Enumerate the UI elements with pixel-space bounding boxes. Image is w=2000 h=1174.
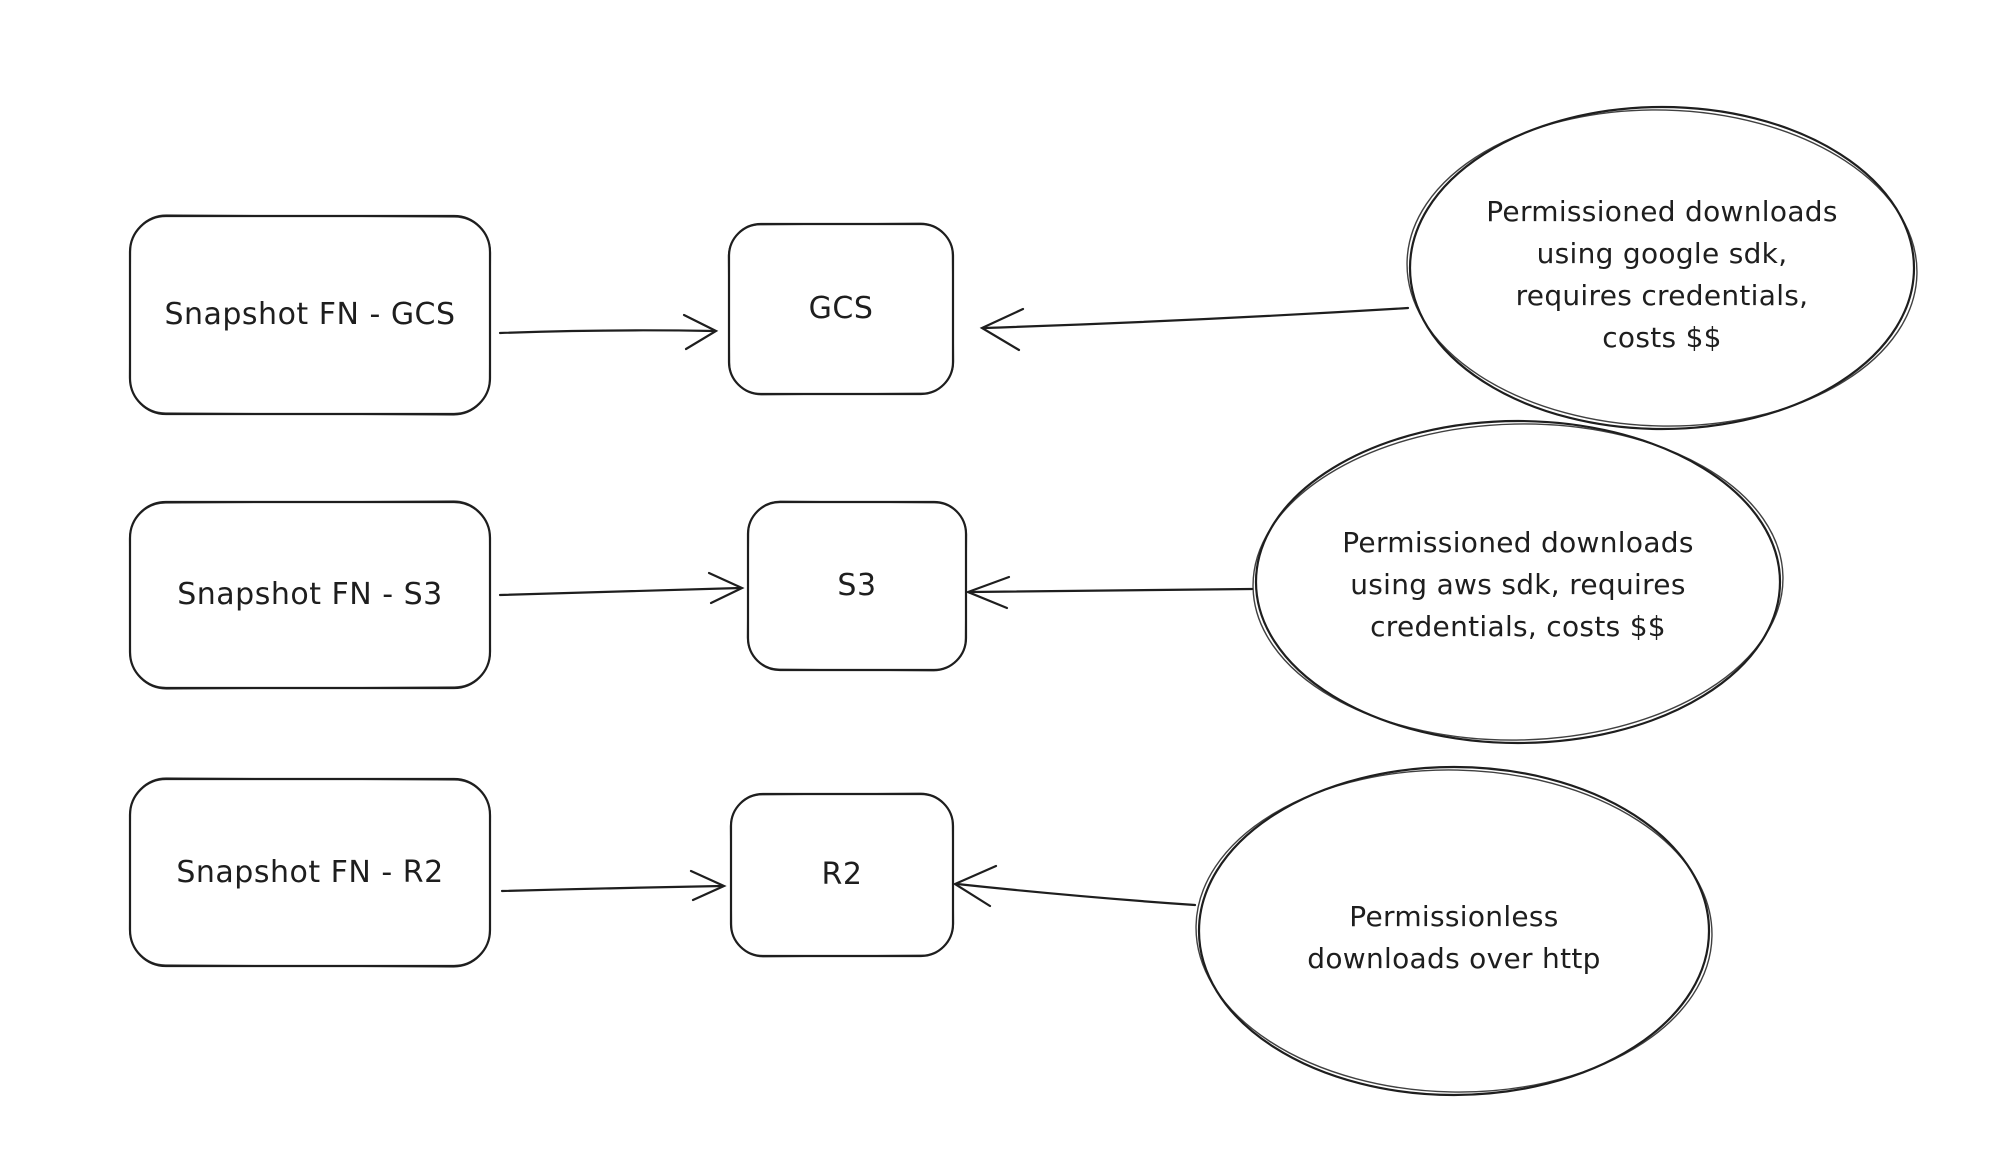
- node-r2-shape-sketch: [729, 792, 955, 958]
- node-snapshot-s3-shape-sketch: [128, 500, 492, 690]
- note-r2-shape-sketch: [1195, 769, 1713, 1093]
- note-r2-shape: [1197, 765, 1711, 1097]
- node-snapshot-r2-label: Snapshot FN - R2: [176, 854, 444, 890]
- note-gcs-text: Permissioned downloads using google sdk,…: [1486, 195, 1838, 354]
- node-snapshot-s3-label: Snapshot FN - S3: [177, 577, 443, 613]
- node-snapshot-gcs-shape-sketch: [128, 214, 492, 416]
- arrow-r2-note-to-r2-head: [952, 864, 998, 908]
- node-gcs-label: GCS: [808, 291, 874, 327]
- arrow-snapshot-gcs-to-gcs-head: [682, 313, 719, 351]
- arrow-r2-note-to-r2: [955, 882, 1197, 907]
- arrow-snapshot-s3-to-s3: [498, 586, 742, 597]
- arrow-gcs-note-to-gcs: [982, 306, 1410, 330]
- arrow-gcs-note-to-gcs-head: [979, 307, 1025, 352]
- node-snapshot-r2-shape-sketch: [128, 777, 492, 968]
- arrow-s3-note-to-s3-head: [964, 575, 1011, 610]
- note-r2-text: Permissionless downloads over http: [1307, 900, 1601, 975]
- node-s3-shape-sketch: [746, 500, 968, 672]
- node-s3-label: S3: [837, 568, 877, 604]
- arrow-s3-note-to-s3: [968, 587, 1254, 594]
- arrow-snapshot-gcs-to-gcs: [498, 329, 716, 335]
- node-gcs-shape-sketch: [727, 222, 955, 396]
- note-gcs-shape: [1408, 105, 1916, 431]
- node-r2-label: R2: [821, 857, 863, 893]
- arrow-snapshot-r2-to-r2: [500, 884, 724, 893]
- node-snapshot-gcs-label: Snapshot FN - GCS: [164, 297, 456, 333]
- arrow-snapshot-s3-to-s3-head: [707, 571, 745, 605]
- note-s3-text: Permissioned downloads using aws sdk, re…: [1342, 525, 1694, 643]
- note-gcs-shape-sketch: [1406, 109, 1918, 427]
- arrow-snapshot-r2-to-r2-head: [689, 869, 727, 902]
- note-s3-shape: [1254, 419, 1782, 745]
- note-s3-shape-sketch: [1252, 423, 1784, 741]
